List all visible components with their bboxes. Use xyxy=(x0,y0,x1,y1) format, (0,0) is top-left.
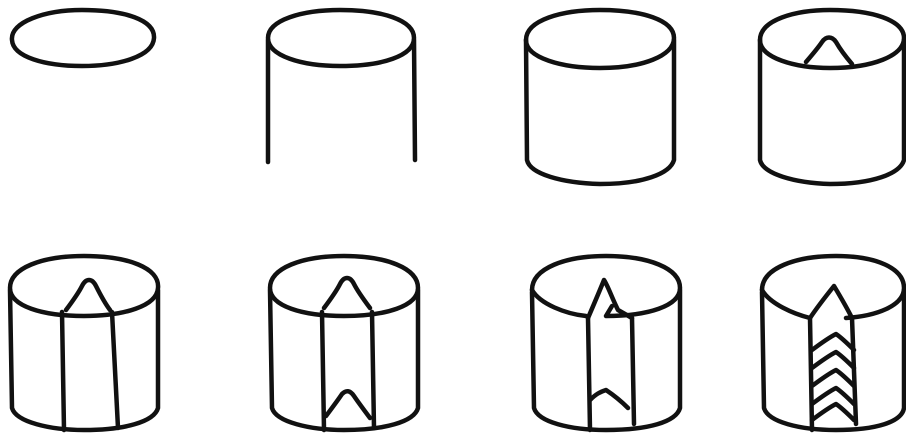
step-8-top-left-edge xyxy=(762,290,810,318)
step-6-bottom-notch xyxy=(326,391,370,418)
step-5-cut-line-left xyxy=(62,312,64,430)
step-5-notch xyxy=(66,280,110,310)
step-6-drawing xyxy=(270,256,418,430)
step-1-drawing xyxy=(12,10,154,66)
step-3-top-ellipse xyxy=(526,10,674,68)
step-4-notch xyxy=(806,38,852,65)
step-2-right-side xyxy=(414,40,415,160)
step-4-drawing xyxy=(760,10,904,184)
step-5-drawing xyxy=(10,256,158,430)
step-8-layer-1 xyxy=(812,334,854,350)
step-2-drawing xyxy=(268,10,415,162)
step-7-wedge-right xyxy=(632,318,634,424)
step-8-wedge-left xyxy=(810,318,812,430)
step-8-wedge-right xyxy=(852,318,856,424)
step-8-layer-5 xyxy=(812,404,854,420)
step-5-cut-line-right xyxy=(112,312,118,428)
step-6-top-ellipse xyxy=(270,256,418,316)
step-7-drawing xyxy=(532,256,680,430)
step-8-drawing xyxy=(762,256,904,430)
step-8-layer-3 xyxy=(812,370,854,386)
step-7-wedge-left xyxy=(588,318,590,430)
step-6-cut-line-right xyxy=(372,312,374,428)
step-8-layer-2 xyxy=(812,352,854,368)
step-1-top-ellipse xyxy=(12,10,154,66)
step-7-top-left-edge xyxy=(532,290,586,316)
step-2-top-ellipse xyxy=(268,10,414,66)
step-8-layer-4 xyxy=(812,388,854,404)
step-3-drawing xyxy=(526,10,674,184)
step-8-wedge-top xyxy=(810,286,852,318)
step-6-top-notch xyxy=(324,278,370,308)
step-7-wedge-bottom xyxy=(590,390,628,408)
step-6-cut-line-left xyxy=(322,312,324,430)
